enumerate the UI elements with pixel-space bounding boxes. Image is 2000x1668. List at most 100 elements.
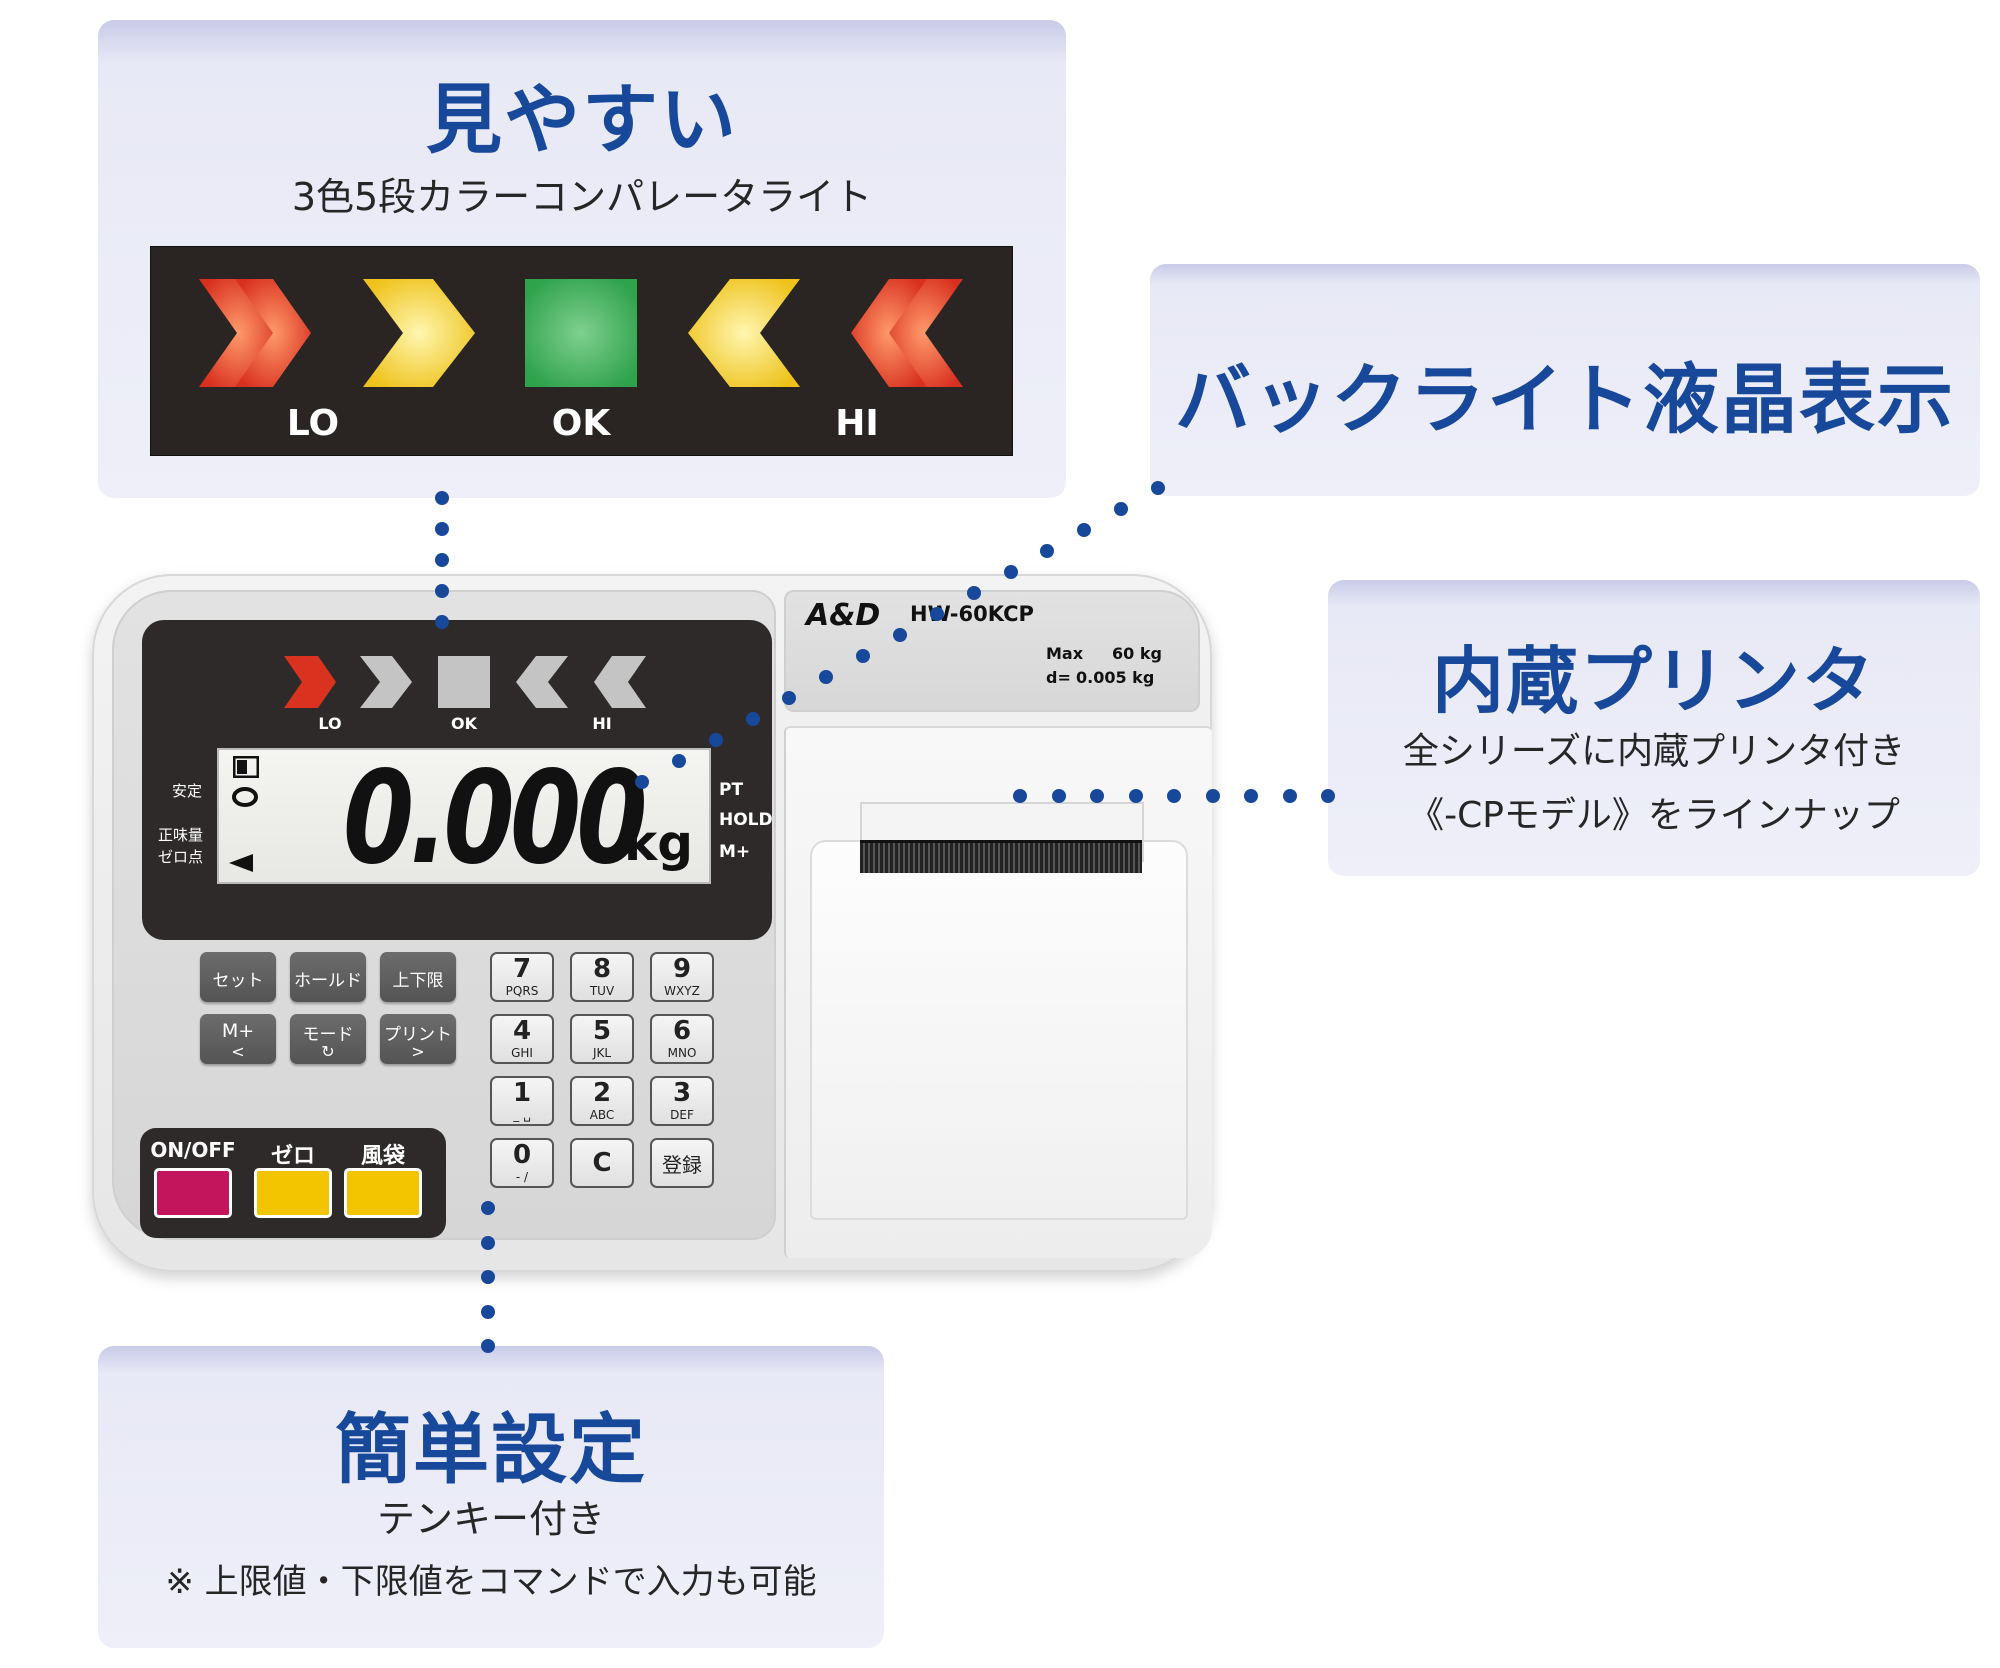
control-face: LO OK HI 安定 正味量 ゼロ点 0.000 kg bbox=[112, 590, 776, 1240]
hi-label: HI bbox=[592, 714, 612, 733]
hi-double-arrow-lamp bbox=[851, 279, 963, 387]
leader-dot-easy-setup bbox=[481, 1339, 495, 1353]
hi-single-arrow-lamp bbox=[688, 279, 800, 387]
printer-cover[interactable] bbox=[810, 840, 1188, 1220]
leader-dot-printer bbox=[1282, 789, 1297, 803]
lo-single-arrow-lamp bbox=[360, 656, 412, 708]
onoff-label: ON/OFF bbox=[150, 1138, 236, 1162]
paper-cutter bbox=[860, 840, 1142, 873]
leader-dot-printer bbox=[1128, 789, 1143, 803]
leader-dot-visibility bbox=[435, 584, 449, 598]
pt-indicator-label: PT bbox=[719, 780, 744, 800]
model-label-plate: A&D HW-60KCP Max 60 kg d= 0.005 kg bbox=[784, 590, 1200, 712]
leader-dot-printer bbox=[1090, 789, 1104, 803]
tare-label: 風袋 bbox=[360, 1144, 405, 1169]
feature-subtitle: 3色5段カラーコンパレータライト bbox=[291, 175, 873, 219]
key-1[interactable]: 1_ ␣ bbox=[490, 1076, 554, 1126]
leader-dot-printer bbox=[1167, 789, 1181, 803]
mplus-key[interactable]: M+ < bbox=[200, 1014, 276, 1064]
leader-dot-backlight bbox=[1151, 481, 1165, 495]
feature-panel-easy-setup: 簡単設定 テンキー付き ※ 上限値・下限値をコマンドで入力も可能 bbox=[98, 1346, 884, 1648]
leader-dot-printer bbox=[1051, 789, 1066, 803]
leader-dot-backlight bbox=[929, 607, 944, 621]
hi-single-arrow-lamp bbox=[516, 656, 568, 708]
leader-dot-backlight bbox=[782, 691, 797, 705]
feature-line-1: テンキー付き bbox=[376, 1497, 605, 1541]
limits-key[interactable]: 上下限 bbox=[380, 952, 456, 1002]
leader-dot-backlight bbox=[1003, 565, 1018, 579]
mode-key[interactable]: モード ↻ bbox=[290, 1014, 366, 1064]
mplus-indicator-label: M+ bbox=[719, 842, 751, 862]
weight-unit: kg bbox=[623, 814, 693, 872]
stable-indicator-label: 安定 bbox=[172, 782, 203, 800]
print-key[interactable]: プリント > bbox=[380, 1014, 456, 1064]
lo-label: LO bbox=[286, 403, 340, 444]
ok-label: OK bbox=[451, 714, 477, 733]
brand-logo: A&D bbox=[806, 598, 881, 633]
max-capacity-value: 60 kg bbox=[1112, 644, 1162, 663]
key-0[interactable]: 0- / bbox=[490, 1138, 554, 1188]
net-indicator-label: 正味量 bbox=[158, 826, 204, 844]
lo-label: LO bbox=[318, 714, 342, 733]
hold-key[interactable]: ホールド bbox=[290, 952, 366, 1002]
feature-title: バックライト液晶表示 bbox=[1175, 355, 1955, 444]
ok-square-lamp bbox=[438, 656, 490, 708]
max-capacity-label: Max bbox=[1046, 644, 1084, 663]
hold-indicator-label: HOLD bbox=[719, 810, 773, 830]
leader-dot-backlight bbox=[819, 670, 834, 684]
leader-dot-visibility bbox=[435, 615, 449, 629]
zero-mark-icon bbox=[229, 854, 253, 872]
stable-mark-icon bbox=[232, 787, 258, 807]
onoff-button[interactable] bbox=[154, 1168, 232, 1218]
display-panel: LO OK HI 安定 正味量 ゼロ点 0.000 kg bbox=[142, 620, 773, 940]
comparator-light-strip: LO OK HI bbox=[150, 246, 1013, 456]
feature-title: 内蔵プリンタ bbox=[1431, 639, 1876, 723]
lcd-screen: 0.000 kg bbox=[217, 744, 711, 893]
leader-dot-easy-setup bbox=[481, 1235, 495, 1250]
leader-dot-printer bbox=[1013, 789, 1027, 803]
feature-line-1: 全シリーズに内蔵プリンタ付き bbox=[1402, 731, 1906, 772]
hi-double-arrow-lamp bbox=[594, 656, 646, 708]
feature-line-2: ※ 上限値・下限値をコマンドで入力も可能 bbox=[165, 1562, 817, 1602]
built-in-printer bbox=[784, 726, 1212, 1258]
leader-dot-easy-setup bbox=[481, 1201, 495, 1215]
model-number: HW-60KCP bbox=[910, 602, 1034, 626]
ok-square-lamp bbox=[525, 279, 637, 387]
feature-panel-backlight: バックライト液晶表示 bbox=[1150, 264, 1980, 496]
lo-double-arrow-lamp bbox=[199, 279, 311, 387]
tare-button[interactable] bbox=[344, 1168, 422, 1218]
division-label: d= bbox=[1046, 668, 1071, 687]
hi-label: HI bbox=[835, 403, 879, 444]
zero-indicator-label: ゼロ点 bbox=[158, 848, 204, 866]
ok-label: OK bbox=[551, 403, 611, 444]
leader-dot-visibility bbox=[435, 491, 449, 505]
leader-dot-visibility bbox=[435, 522, 449, 536]
leader-dot-easy-setup bbox=[481, 1304, 495, 1319]
leader-dot-printer bbox=[1244, 789, 1258, 803]
feature-title: 簡単設定 bbox=[335, 1405, 647, 1494]
battery-icon bbox=[233, 756, 259, 778]
set-key[interactable]: セット bbox=[200, 952, 276, 1002]
leader-dot-backlight bbox=[1077, 523, 1092, 537]
division-value: 0.005 kg bbox=[1076, 668, 1155, 687]
weighing-indicator-device: LO OK HI 安定 正味量 ゼロ点 0.000 kg bbox=[92, 574, 1212, 1272]
feature-line-2: 《-CPモデル》をラインナップ bbox=[1408, 795, 1900, 836]
clear-key[interactable]: C bbox=[570, 1138, 634, 1188]
leader-dot-backlight bbox=[893, 628, 907, 642]
register-key[interactable]: 登録 bbox=[650, 1138, 714, 1188]
leader-dot-printer bbox=[1321, 789, 1335, 803]
leader-dot-backlight bbox=[966, 586, 981, 600]
leader-dot-backlight bbox=[1114, 502, 1129, 516]
zero-button[interactable] bbox=[254, 1168, 332, 1218]
feature-panel-printer: 内蔵プリンタ 全シリーズに内蔵プリンタ付き 《-CPモデル》をラインナップ bbox=[1328, 580, 1980, 876]
lo-double-arrow-lamp bbox=[284, 656, 336, 708]
leader-dot-backlight bbox=[635, 775, 649, 789]
